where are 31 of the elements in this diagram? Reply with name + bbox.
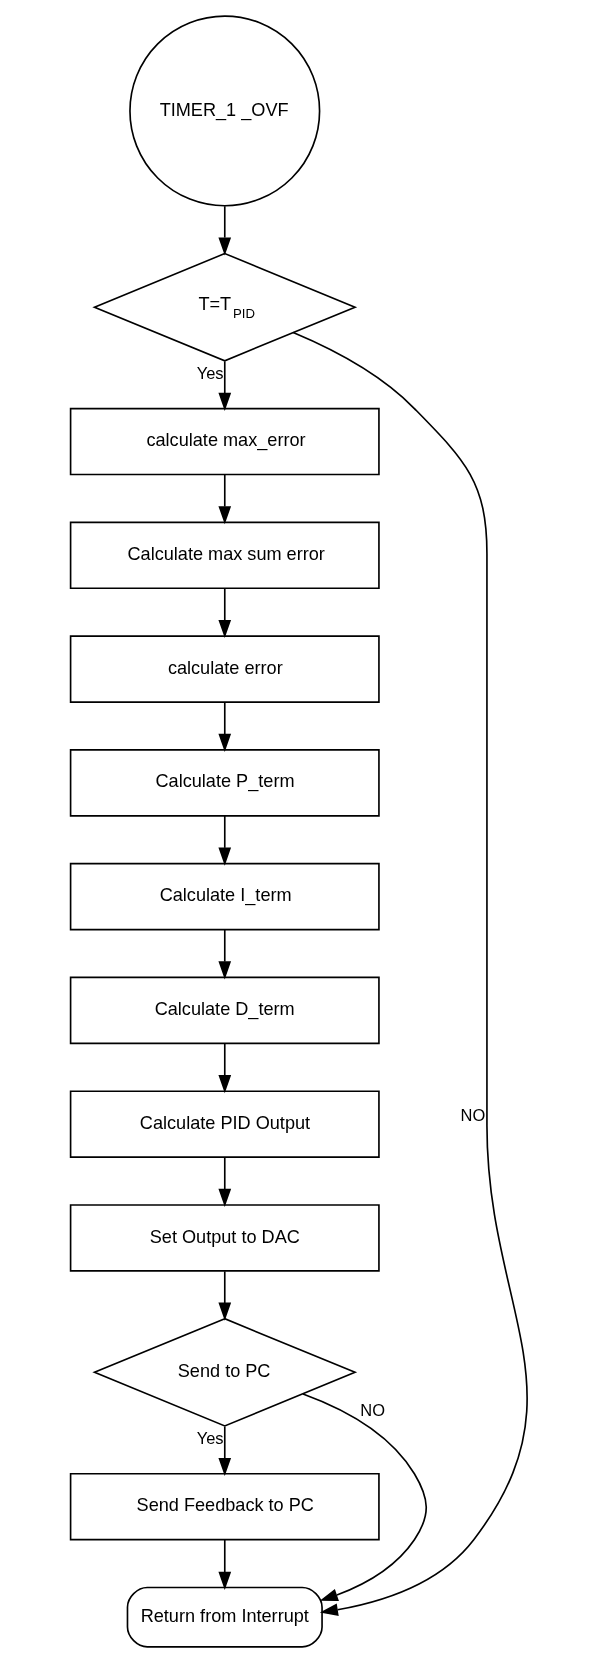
arrow <box>218 205 232 256</box>
node-box: Calculate P_term <box>69 749 380 817</box>
node-diamond: Send to PC <box>92 1317 358 1427</box>
node-box: Calculate PID Output <box>69 1090 380 1158</box>
node-box: Return from Interrupt <box>126 1586 323 1648</box>
arrow <box>218 928 232 980</box>
node-circle: TIMER_1 _OVF <box>129 15 321 207</box>
arrow <box>218 1156 232 1207</box>
arrow <box>218 1042 232 1094</box>
arrow <box>218 815 232 866</box>
edge-label: Yes <box>196 1429 224 1448</box>
arrow <box>218 1270 232 1321</box>
node-diamond: T=T$_{PID}$ <box>92 252 358 362</box>
node-box: Calculate D_term <box>69 976 380 1045</box>
edge-label: NO <box>360 1401 385 1420</box>
node-box: calculate error <box>69 635 380 703</box>
edge-label: Yes <box>196 364 224 383</box>
arrow <box>218 473 232 525</box>
arrow <box>218 701 232 752</box>
node-box: Set Output to DAC <box>69 1204 380 1272</box>
node-box: Send Feedback to PC <box>69 1472 380 1541</box>
node-box: calculate max_error <box>69 407 380 476</box>
arrow <box>292 331 528 1616</box>
edge-label: NO <box>460 1105 486 1124</box>
arrow <box>218 1425 232 1477</box>
arrow <box>218 360 232 411</box>
arrow <box>218 587 232 639</box>
node-box: Calculate I_term <box>69 862 380 931</box>
arrow <box>302 1393 428 1601</box>
node-box: Calculate max sum error <box>69 521 380 590</box>
arrow <box>218 1539 232 1590</box>
